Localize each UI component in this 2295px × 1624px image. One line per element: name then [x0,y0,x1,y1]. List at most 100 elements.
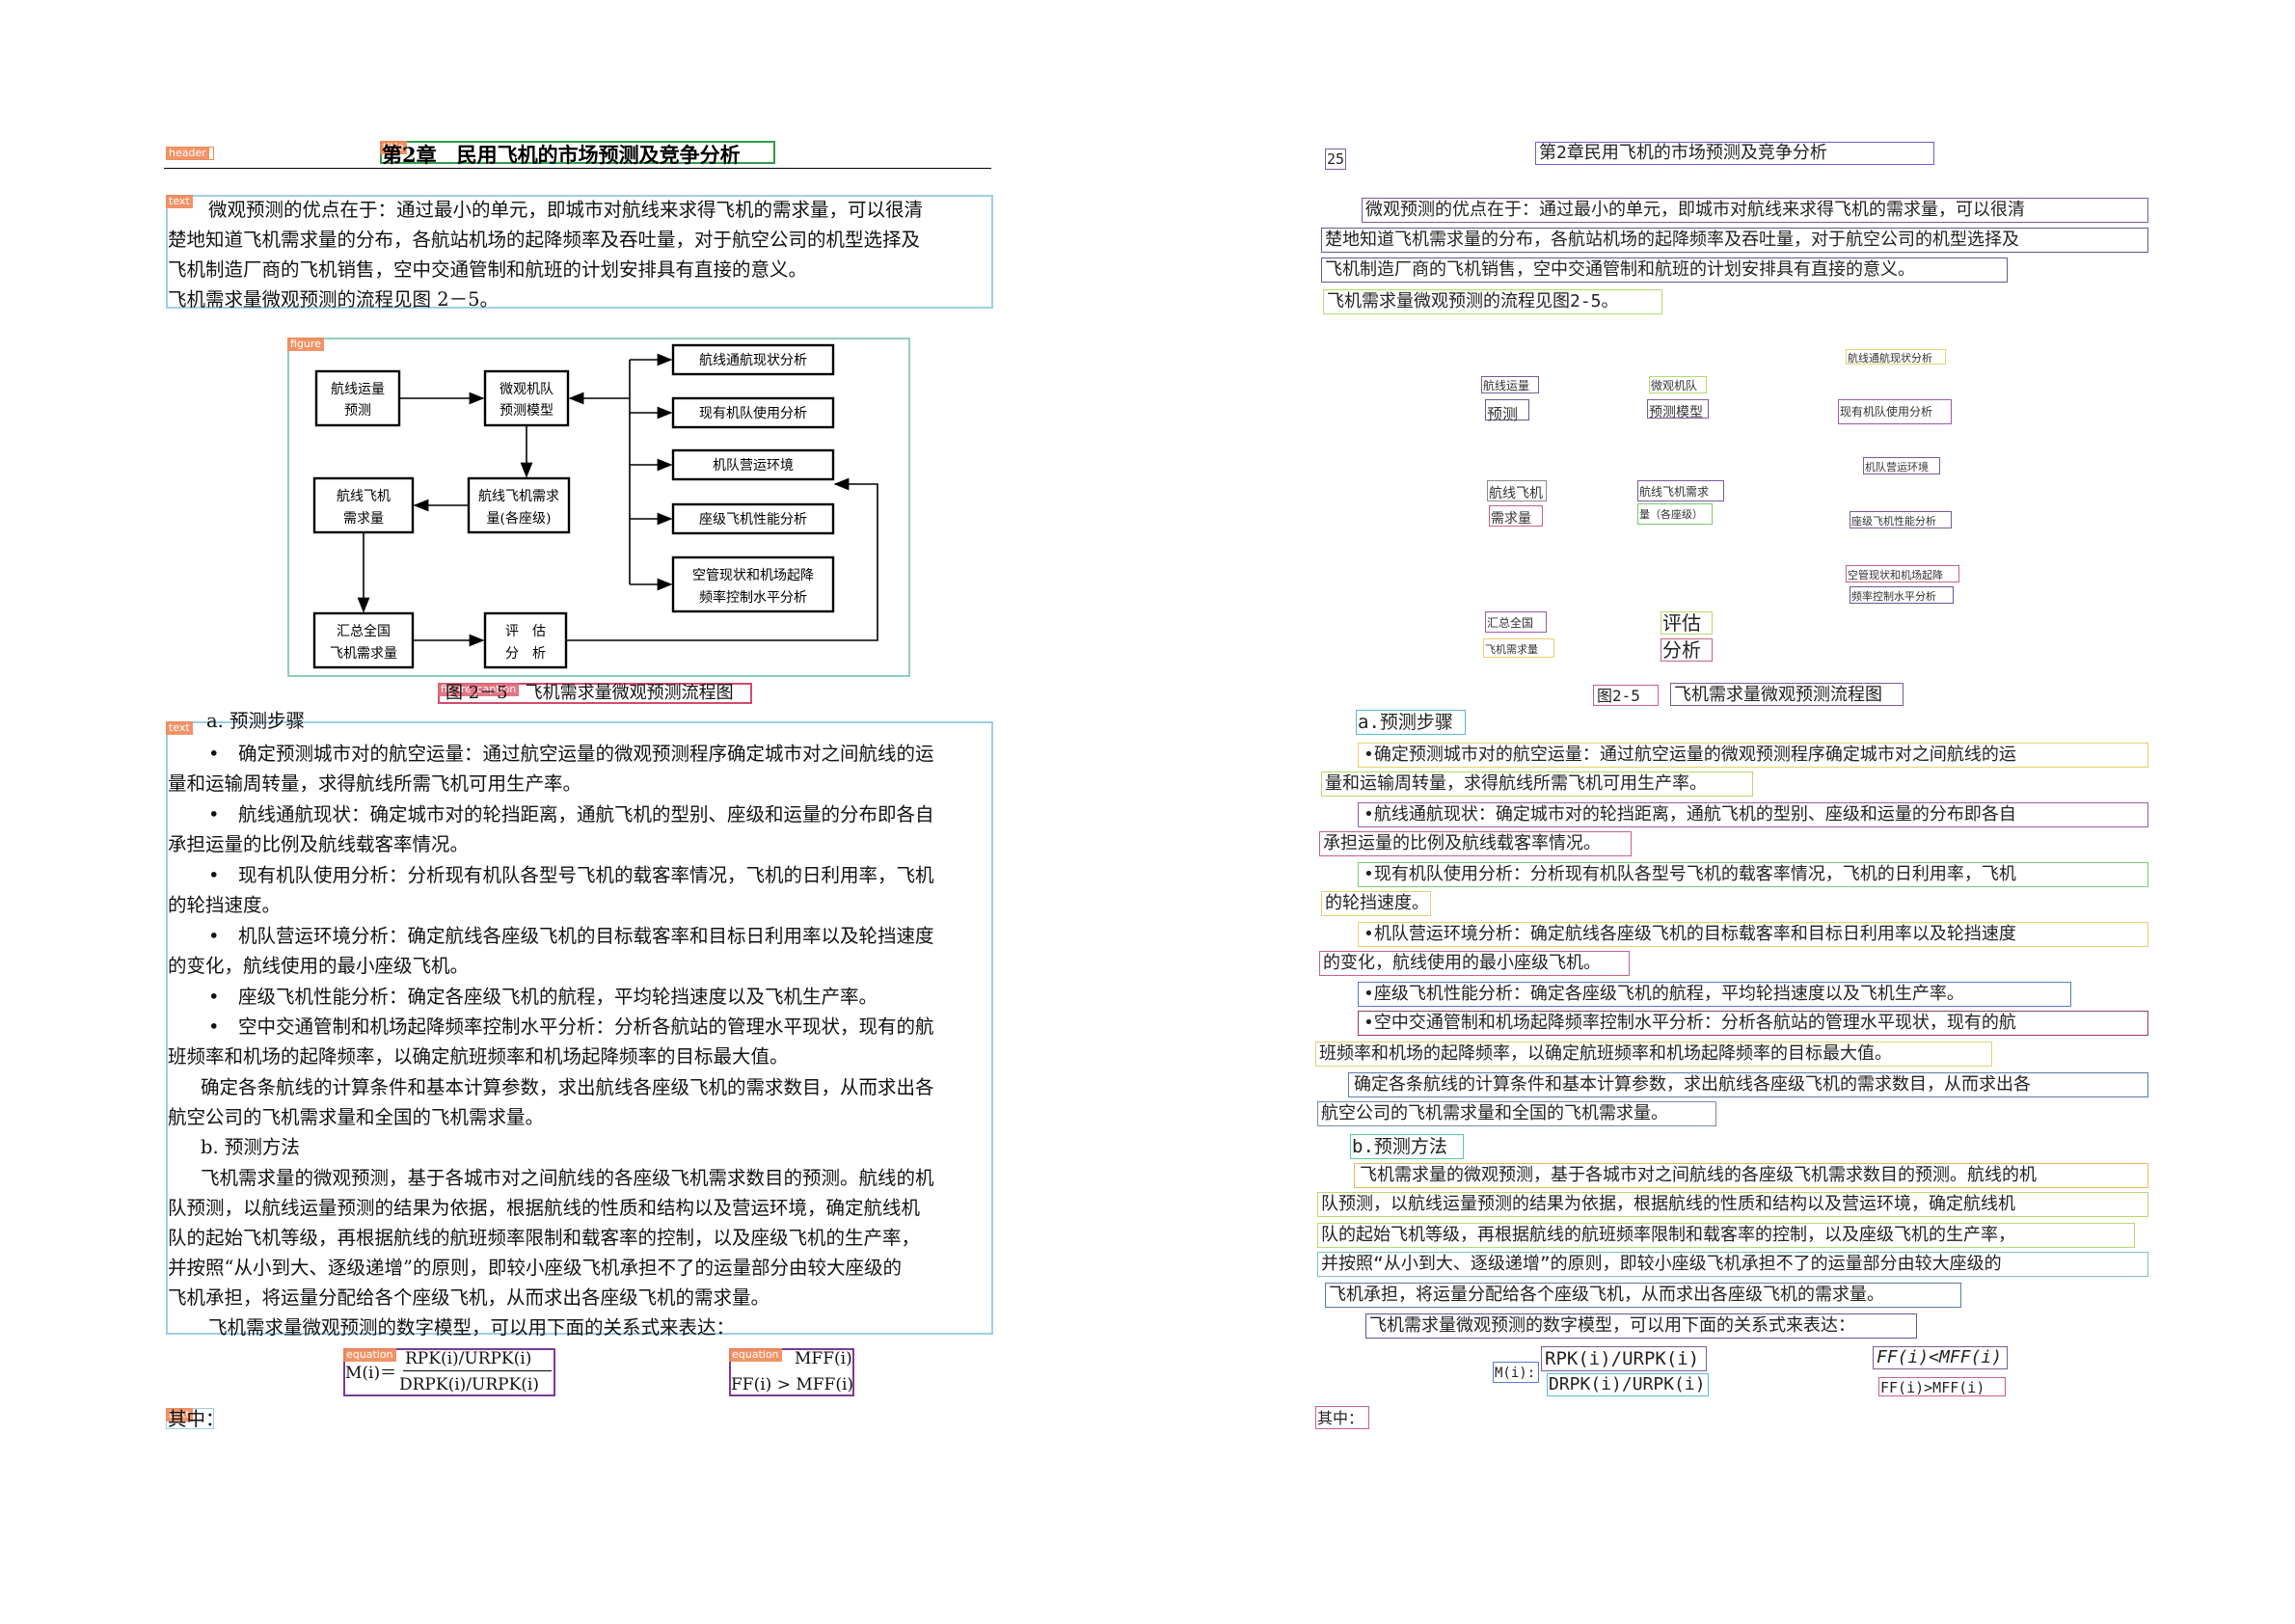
r-step-b: b.预测方法 [1352,1136,1447,1157]
bullet-line: 班频率和机场的起降频率，以确定航班频率和机场起降频率的目标最大值。 [168,1045,789,1068]
r-page-number: 25 [1327,150,1345,168]
method-line: 队预测，以航线运量预测的结果为依据，根据航线的性质和结构以及营运环境，确定航线机 [168,1197,921,1219]
r-line-box [1348,1072,2148,1097]
r-fig-text: 航线飞机 [1489,486,1543,501]
r-fig-text: 分析 [1662,638,1701,662]
r-line-box [1358,743,2148,768]
r-fig-text: 预测 [1487,405,1519,423]
r-method-box [1354,1163,2148,1188]
r-eq-c2-box [1878,1377,2006,1396]
text-box-1 [166,195,993,309]
r-fig-text: 机队营运环境 [1865,461,1929,474]
r-fig-text: 需求量 [1491,511,1531,527]
r-line: •空中交通管制和机场起降频率控制水平分析：分析各航站的管理水平现状，现有的航 [1364,1013,2016,1033]
node-micro-fleet [483,369,570,427]
r-line-box [1358,922,2148,947]
r-line-box [1315,1042,1992,1067]
node-micro-fleet-l1: 微观机队 [500,382,554,397]
paragraph-line: 飞机需求量微观预测的流程见图 2－5。 [168,288,500,311]
node-atc-l2: 频率控制水平分析 [699,589,807,606]
r-line-box [1358,862,2148,887]
flowchart: 航线运量 预测 微观机队 预测模型 航线通航现状分析 现有机队使用分析 机队营运… [312,343,878,669]
r-fig-box [1647,399,1709,419]
node-fleet-usage [671,396,835,429]
equation-box-2 [729,1348,854,1396]
r-fig-box [1485,611,1547,633]
paragraph-line: 微观预测的优点在于：通过最小的单元，即城市对航线来求得飞机的需求量，可以很清 [208,199,924,221]
r-fig-box [1863,457,1940,474]
r-eq-den-box [1547,1373,1709,1396]
r-step-a: a.预测步骤 [1358,712,1453,733]
equation-numerator: RPK(i)/URPK(i) [405,1349,532,1368]
r-caption-num: 图2-5 [1597,687,1640,705]
r-caption-text: 飞机需求量微观预测流程图 [1674,685,1882,705]
fraction-bar [403,1370,552,1371]
bullet-line: • 机队营运环境分析：确定航线各座级飞机的目标载客率和目标日利用率以及轮挡速度 [208,925,934,947]
node-seat-demand [467,476,571,534]
bullet-line: 的变化，航线使用的最小座级飞机。 [168,955,470,977]
node-national-sum-l1: 汇总全国 [337,623,391,639]
r-method-line: 飞机需求量的微观预测，基于各城市对之间航线的各座级飞机需求数目的预测。航线的机 [1360,1165,2037,1185]
r-fig-text: 现有机队使用分析 [1840,405,1933,419]
equation-cond-2: FF(i) > MFF(i) [731,1375,854,1394]
r-line: 的轮挡速度。 [1325,893,1429,913]
where-tag: text [166,1408,193,1421]
r-fig-box [1483,638,1554,658]
r-para-box [1321,257,2008,283]
r-fig-box [1846,349,1946,365]
bullet-line: • 确定预测城市对的航空运量：通过航空运量的微观预测程序确定城市对之间航线的运 [208,743,934,765]
r-caption-num-box [1593,685,1659,706]
paragraph-line: 飞机制造厂商的飞机销售，空中交通管制和航班的计划安排具有直接的意义。 [168,258,808,281]
r-line-box [1358,802,2148,827]
equation-tag-2: equation [729,1348,782,1362]
r-eq-den: DRPK(i)/URPK(i) [1549,1374,1706,1394]
r-page-title: 第2章民用飞机的市场预测及竞争分析 [1539,143,1827,163]
r-page-number-box [1325,149,1346,170]
r-eq-c1-box [1873,1346,2008,1369]
node-seat-demand-l1: 航线飞机需求 [478,489,559,504]
node-national-sum [312,611,415,669]
r-fig-box [1487,480,1547,501]
r-fig-text: 微观机队 [1651,379,1698,392]
r-step-a-box [1356,710,1466,735]
method-line: 飞机需求量的微观预测，基于各城市对之间航线的各座级飞机需求数目的预测。航线的机 [201,1167,934,1189]
step-b-heading: b. 预测方法 [201,1136,300,1158]
header-title-tag: title [380,141,407,154]
node-eval-l2: 分 析 [505,646,546,662]
node-route-traffic-l2: 预测 [344,403,371,419]
equation-cond-1: MFF(i) [795,1349,852,1368]
r-method-line: 队的起始飞机等级，再根据航线的航班频率限制和载客率的控制，以及座级飞机的生产率， [1321,1225,2015,1245]
r-eq-c1: FF(i)<MFF(i) [1876,1347,2003,1367]
r-line-box [1358,982,2071,1007]
r-method-line: 飞机承担，将运量分配给各个座级飞机，从而求出各座级飞机的需求量。 [1329,1285,1884,1305]
r-fig-box [1481,376,1539,393]
r-fig-text: 汇总全国 [1487,616,1534,630]
method-line: 并按照“从小到大、逐级递增”的原则，即较小座级飞机承担不了的运量部分由较大座级的 [168,1257,902,1279]
node-fleet-env [671,448,835,481]
caption-tag: figure_caption [438,683,520,696]
equation-lhs: M(i)＝ [345,1364,397,1383]
node-seat-perf [671,502,835,535]
r-method-box [1317,1252,2148,1277]
r-line: 承担运量的比例及航线载客率情况。 [1323,833,1601,853]
r-where: 其中： [1317,1409,1364,1427]
r-fig-box [1838,399,1952,424]
r-line-box [1319,831,1632,856]
node-route-traffic-l1: 航线运量 [331,382,385,397]
calc-line: 确定各条航线的计算条件和基本计算参数，求出航线各座级飞机的需求数目，从而求出各 [201,1076,934,1098]
r-line: •座级飞机性能分析：确定各座级飞机的航程，平均轮挡速度以及飞机生产率。 [1364,984,1964,1004]
text-tag-2: text [166,721,193,735]
r-para-line: 微观预测的优点在于：通过最小的单元，即城市对航线来求得飞机的需求量，可以很清 [1365,200,2025,220]
r-eq-m: M(i): [1495,1366,1536,1381]
r-fig-text: 航线通航现状分析 [1848,352,1932,365]
text-box-2 [166,721,993,1335]
node-eval-l1: 评 估 [505,624,546,639]
r-model-line: 飞机需求量微观预测的数字模型，可以用下面的关系式来表达： [1369,1315,1855,1336]
r-method-box [1317,1192,2148,1217]
model-line: 飞机需求量微观预测的数字模型，可以用下面的关系式来表达： [208,1316,736,1339]
bullet-line: 的轮挡速度。 [168,894,282,916]
equation-box-1 [343,1348,555,1396]
r-fig-box [1489,505,1543,527]
r-para-line: 飞机需求量微观预测的流程见图2-5。 [1327,291,1619,311]
r-fig-box [1637,503,1713,525]
